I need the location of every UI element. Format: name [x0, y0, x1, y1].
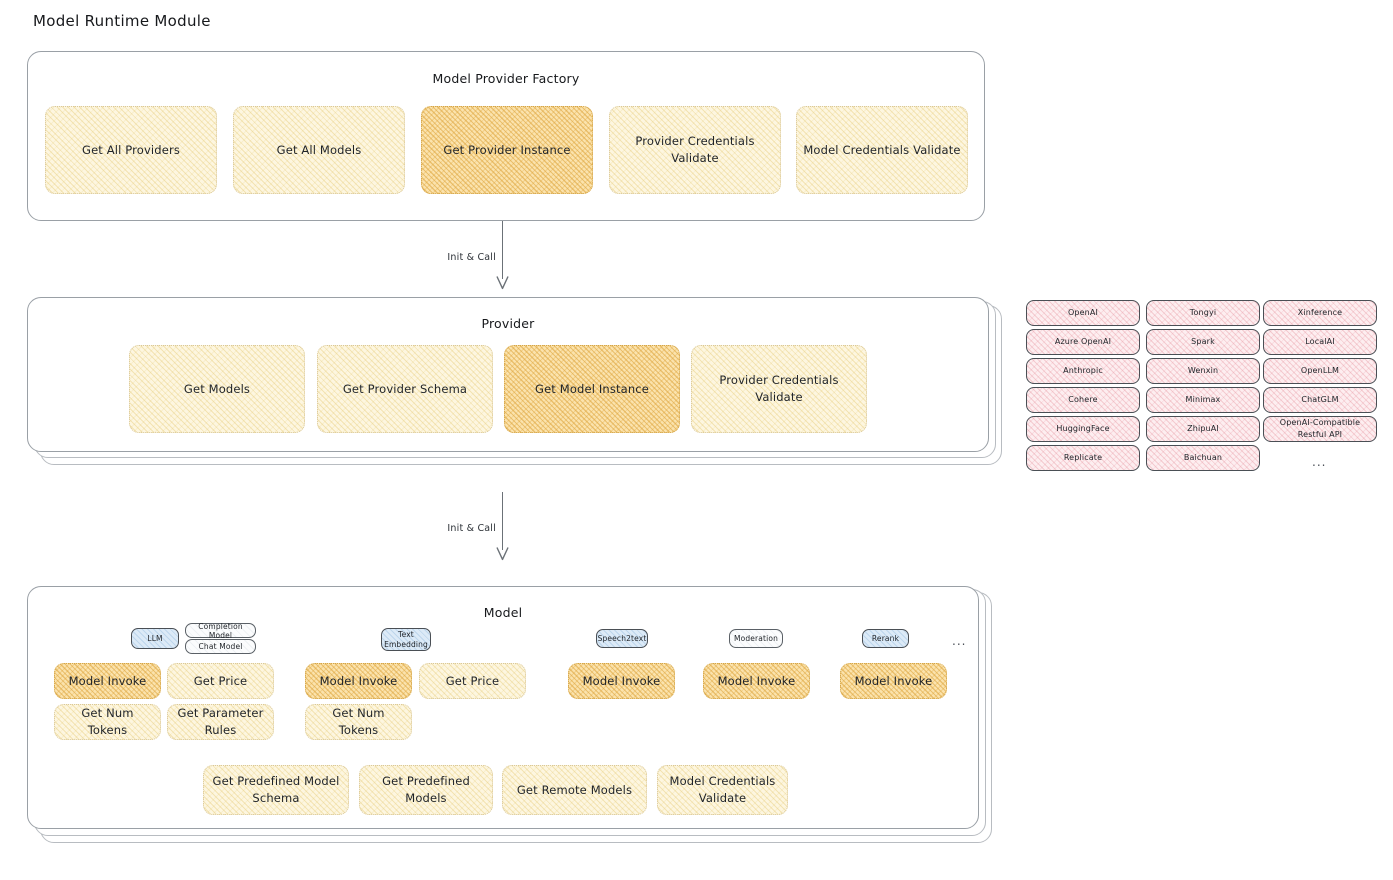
provider-pill-xinference[interactable]: Xinference [1263, 300, 1377, 326]
arrow-provider-to-model-label: Init & Call [447, 523, 496, 534]
provider-pill-openai[interactable]: OpenAI [1026, 300, 1140, 326]
text-embedding-method-get-price[interactable]: Get Price [419, 663, 526, 699]
provider-list-more-ellipsis: ... [1312, 455, 1327, 469]
provider-pill-minimax[interactable]: Minimax [1146, 387, 1260, 413]
llm-method-get-parameter-rules[interactable]: Get Parameter Rules [167, 704, 274, 740]
provider-pill-baichuan[interactable]: Baichuan [1146, 445, 1260, 471]
provider-pill-wenxin[interactable]: Wenxin [1146, 358, 1260, 384]
provider-pill-zhipuai[interactable]: ZhipuAI [1146, 416, 1260, 442]
moderation-method-model-invoke[interactable]: Model Invoke [703, 663, 810, 699]
factory-node-get-all-models[interactable]: Get All Models [233, 106, 405, 194]
provider-node-get-provider-schema[interactable]: Get Provider Schema [317, 345, 493, 433]
model-common-model-credentials-validate[interactable]: Model Credentials Validate [657, 765, 788, 815]
speech2text-method-model-invoke[interactable]: Model Invoke [568, 663, 675, 699]
arrow-provider-to-model-line [502, 492, 504, 550]
provider-pill-tongyi[interactable]: Tongyi [1146, 300, 1260, 326]
factory-node-get-provider-instance[interactable]: Get Provider Instance [421, 106, 593, 194]
text-embedding-method-model-invoke[interactable]: Model Invoke [305, 663, 412, 699]
provider-pill-cohere[interactable]: Cohere [1026, 387, 1140, 413]
provider-pill-huggingface[interactable]: HuggingFace [1026, 416, 1140, 442]
provider-title: Provider [481, 316, 535, 331]
factory-node-get-all-providers[interactable]: Get All Providers [45, 106, 217, 194]
provider-pill-localai[interactable]: LocalAI [1263, 329, 1377, 355]
text-embedding-method-get-num-tokens[interactable]: Get Num Tokens [305, 704, 412, 740]
model-title: Model [483, 605, 523, 620]
provider-pill-chatglm[interactable]: ChatGLM [1263, 387, 1377, 413]
provider-node-get-model-instance[interactable]: Get Model Instance [504, 345, 680, 433]
arrow-factory-to-provider-line [502, 221, 504, 279]
model-type-badge-rerank[interactable]: Rerank [862, 629, 909, 648]
model-common-get-remote-models[interactable]: Get Remote Models [502, 765, 647, 815]
model-subtype-badge-completion-model[interactable]: Completion Model [185, 622, 256, 640]
model-type-badge-text-embedding[interactable]: Text Embedding [381, 628, 431, 651]
page-title: Model Runtime Module [33, 12, 211, 30]
model-type-badge-speech2text[interactable]: Speech2text [596, 629, 648, 648]
model-provider-factory-title: Model Provider Factory [432, 71, 580, 86]
provider-pill-anthropic[interactable]: Anthropic [1026, 358, 1140, 384]
factory-node-provider-credentials-validate[interactable]: Provider Credentials Validate [609, 106, 781, 194]
provider-pill-openllm[interactable]: OpenLLM [1263, 358, 1377, 384]
provider-pill-spark[interactable]: Spark [1146, 329, 1260, 355]
rerank-method-model-invoke[interactable]: Model Invoke [840, 663, 947, 699]
model-types-more-ellipsis: ... [952, 634, 967, 648]
model-type-badge-moderation[interactable]: Moderation [729, 629, 783, 648]
arrow-factory-to-provider-label: Init & Call [447, 252, 496, 263]
llm-method-get-price[interactable]: Get Price [167, 663, 274, 699]
provider-pill-azure-openai[interactable]: Azure OpenAI [1026, 329, 1140, 355]
model-common-get-predefined-model-schema[interactable]: Get Predefined Model Schema [203, 765, 349, 815]
model-subtype-badge-chat-model[interactable]: Chat Model [185, 639, 256, 654]
provider-node-get-models[interactable]: Get Models [129, 345, 305, 433]
provider-pill-replicate[interactable]: Replicate [1026, 445, 1140, 471]
provider-node-provider-credentials-validate[interactable]: Provider Credentials Validate [691, 345, 867, 433]
llm-method-get-num-tokens[interactable]: Get Num Tokens [54, 704, 161, 740]
factory-node-model-credentials-validate[interactable]: Model Credentials Validate [796, 106, 968, 194]
model-type-badge-llm[interactable]: LLM [131, 628, 179, 649]
model-common-get-predefined-models[interactable]: Get Predefined Models [359, 765, 493, 815]
provider-pill-openai-compatible-restful-api[interactable]: OpenAI-Compatible Restful API [1263, 416, 1377, 442]
llm-method-model-invoke[interactable]: Model Invoke [54, 663, 161, 699]
